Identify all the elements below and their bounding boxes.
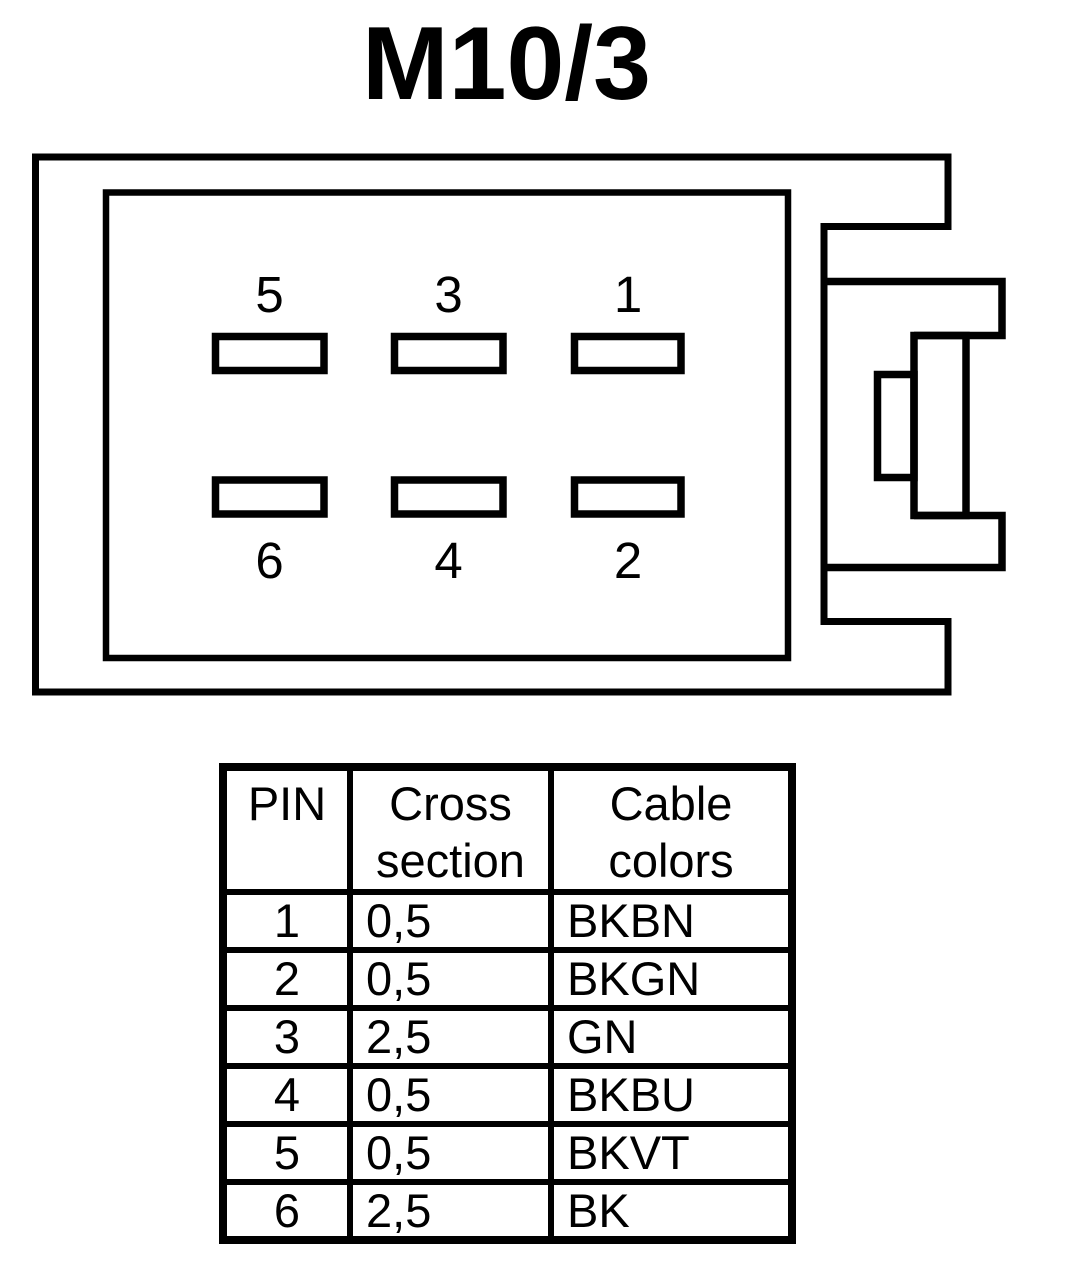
cable-color-cell: BKVT xyxy=(548,1121,795,1185)
cross-section-cell: 0,5 xyxy=(347,1121,554,1185)
pin-slot-1 xyxy=(570,332,685,375)
pin-label-1: 1 xyxy=(614,266,642,323)
pinout-table: PIN Cross section Cable colors 1 0,5 BKB… xyxy=(219,763,796,1244)
pin-label-6: 6 xyxy=(255,532,283,589)
pinout-table-header: PIN Cross section Cable colors xyxy=(220,764,795,895)
cross-section-cell: 2,5 xyxy=(347,1005,554,1069)
connector-inner-face xyxy=(102,189,792,662)
cable-color-cell: BK xyxy=(548,1179,795,1243)
pin-number-cell: 5 xyxy=(220,1121,353,1185)
cable-color-cell: BKGN xyxy=(548,947,795,1011)
pin-slot-6 xyxy=(211,476,328,518)
keying-profile-upper-arm xyxy=(824,277,1006,340)
table-row: 1 0,5 BKBN xyxy=(220,889,795,953)
cable-color-cell: BKBU xyxy=(548,1063,795,1127)
pin-label-4: 4 xyxy=(434,532,462,589)
table-row: 6 2,5 BK xyxy=(220,1179,795,1243)
pin-slot-5 xyxy=(211,332,328,375)
table-header-cable-colors: Cable colors xyxy=(548,764,795,895)
pin-slot-3 xyxy=(390,332,507,375)
table-row: 2 0,5 BKGN xyxy=(220,947,795,1011)
table-header-pin: PIN xyxy=(220,764,353,895)
cross-section-cell: 2,5 xyxy=(347,1179,554,1243)
pin-number-cell: 3 xyxy=(220,1005,353,1069)
cable-color-cell: GN xyxy=(548,1005,795,1069)
cable-color-cell: BKBN xyxy=(548,889,795,953)
pin-number-cell: 1 xyxy=(220,889,353,953)
keying-profile-side-tab xyxy=(873,370,918,482)
table-header-row: PIN Cross section Cable colors xyxy=(220,764,795,895)
pin-slot-4 xyxy=(390,476,507,518)
connector-housing-outline xyxy=(32,153,952,696)
pin-number-cell: 6 xyxy=(220,1179,353,1243)
pin-label-5: 5 xyxy=(255,266,283,323)
keying-profile-lower-arm xyxy=(824,511,1006,572)
table-header-cross-section: Cross section xyxy=(347,764,554,895)
cross-section-cell: 0,5 xyxy=(347,1063,554,1127)
keying-profile-center-bar xyxy=(910,331,970,520)
pin-number-cell: 4 xyxy=(220,1063,353,1127)
cross-section-cell: 0,5 xyxy=(347,947,554,1011)
cross-section-cell: 0,5 xyxy=(347,889,554,953)
pin-number-cell: 2 xyxy=(220,947,353,1011)
pin-label-2: 2 xyxy=(614,532,642,589)
pinout-table-body: 1 0,5 BKBN 2 0,5 BKGN 3 2,5 GN 4 0,5 BKB… xyxy=(220,889,795,1243)
pin-label-3: 3 xyxy=(434,266,462,323)
pin-slot-2 xyxy=(570,476,685,518)
table-row: 5 0,5 BKVT xyxy=(220,1121,795,1185)
table-row: 3 2,5 GN xyxy=(220,1005,795,1069)
page-title: M10/3 xyxy=(361,6,652,122)
table-row: 4 0,5 BKBU xyxy=(220,1063,795,1127)
